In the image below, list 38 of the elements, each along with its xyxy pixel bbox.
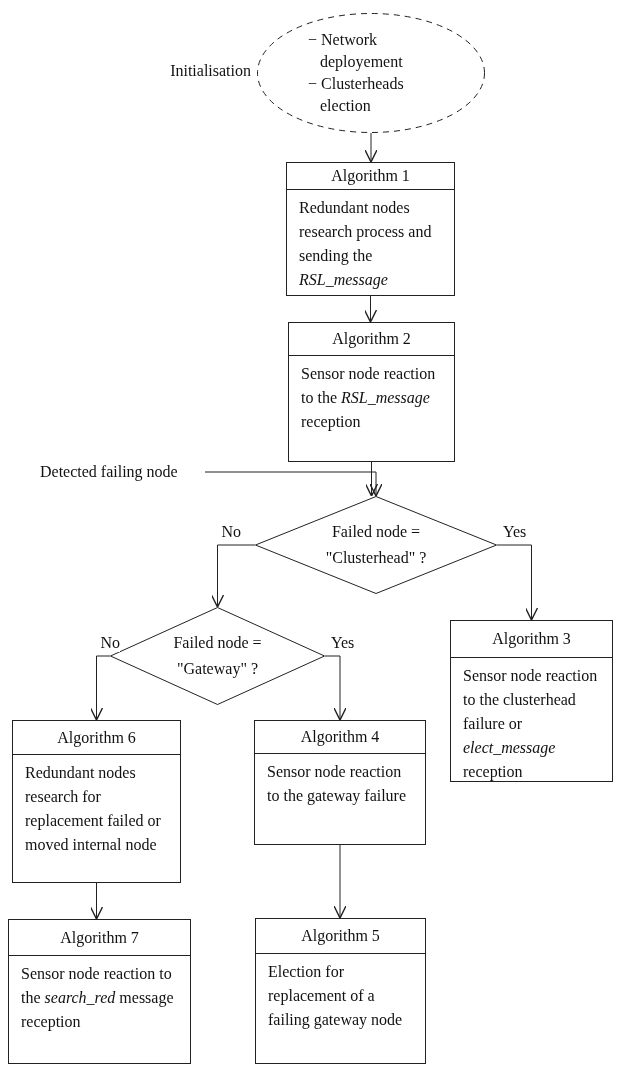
process-box [288, 322, 455, 462]
box-title: Algorithm 1 [287, 163, 454, 190]
side-label: Initialisation [170, 62, 251, 80]
arrow [496, 544, 539, 621]
box-title: Algorithm 7 [9, 920, 190, 956]
box-text: Sensor node reaction to the clusterhead failure or elect_message reception [462, 666, 599, 783]
box-text: Redundant nodes research for replacement failed or moved internal node [24, 763, 162, 855]
box-title: Algorithm 5 [256, 919, 425, 954]
process-box [286, 162, 455, 296]
box-text: Redundant nodes research process and sending the RSL_message [298, 198, 433, 291]
process-box [450, 620, 613, 782]
arrow [333, 844, 347, 919]
arrow [364, 461, 379, 497]
ellipse-text: − Network deployement [307, 30, 404, 73]
annotation-text: Detected failing node [40, 463, 205, 481]
arrow [363, 295, 378, 323]
arrow [204, 471, 383, 497]
process-box [8, 919, 191, 1064]
box-text: Sensor node reaction to the RSL_message reception [300, 364, 437, 433]
process-box [255, 918, 426, 1064]
arrow [324, 655, 347, 721]
edge-label: No [100, 634, 121, 652]
box-title: Algorithm 4 [255, 721, 425, 754]
box-title: Algorithm 2 [289, 323, 454, 356]
process-box [254, 720, 426, 845]
box-title: Algorithm 3 [451, 621, 612, 658]
box-text: Sensor node reaction to the gateway failure [266, 762, 408, 807]
process-box [12, 720, 181, 883]
arrow [210, 544, 256, 608]
ellipse-text: − Clusterheads election [307, 74, 405, 116]
arrow [364, 132, 378, 163]
box-text: Election for replacement of a failing gateway node [267, 962, 404, 1031]
box-title: Algorithm 6 [13, 721, 180, 755]
arrow [89, 655, 111, 721]
decision-text: Failed node = "Clusterhead" ? [324, 522, 428, 568]
decision-text: Failed node = "Gateway" ? [172, 633, 263, 680]
arrow [89, 882, 104, 920]
box-text: Sensor node reaction to the search_red message reception [20, 964, 175, 1033]
